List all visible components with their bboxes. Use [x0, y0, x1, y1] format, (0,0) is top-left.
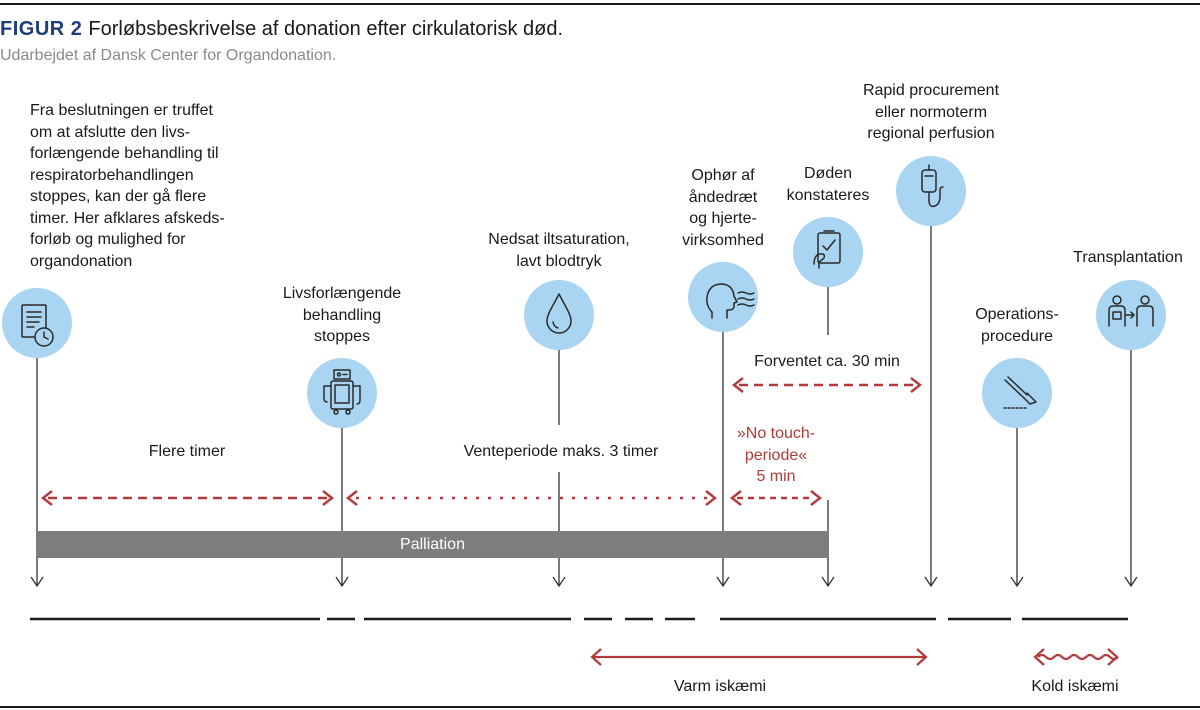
step-1-text: Fra beslutningen er truffet om at afslut… [30, 102, 225, 270]
vertical-arrowhead-step-1 [30, 576, 44, 588]
step-4-text: Ophør af åndedræt og hjerte- virksomhed [682, 167, 764, 249]
figure-title-text: Forløbsbeskrivelse af donation efter cir… [88, 18, 564, 40]
step-7-text: Operations- procedure [975, 306, 1059, 345]
forventet-arrowhead-right [910, 377, 922, 393]
blood-drop-icon [546, 293, 572, 334]
step-2-circle [307, 358, 377, 428]
clipboard-check-icon [813, 230, 841, 269]
vertical-arrowhead-step-5 [821, 576, 835, 588]
vertical-arrowhead-step-7 [1010, 576, 1024, 588]
no-touch-arrowhead-right [810, 490, 822, 506]
varm-iskaemi-label: Varm iskæmi [673, 678, 767, 695]
interval-arrows [41, 377, 922, 506]
timeline-verticals [30, 226, 1138, 588]
step-5-text: Døden konstateres [786, 165, 870, 204]
vertical-arrowhead-step-4 [716, 576, 730, 588]
venteperiode-arrowhead-right [705, 490, 717, 506]
document-clock-icon [21, 304, 54, 347]
no-touch-label: »No touch- periode« 5 min [736, 425, 816, 485]
ischemia-arrows [590, 648, 1119, 666]
flere-timer-label: Flere timer [148, 443, 226, 460]
top-rule [0, 3, 1200, 5]
forventet-arrowhead-left [732, 377, 744, 393]
scalpel-icon [1003, 376, 1037, 409]
flere-timer-arrowhead-left [41, 490, 53, 506]
forventet-label: Forventet ca. 30 min [754, 353, 900, 370]
figure-subtitle: Udarbejdet af Dansk Center for Organdona… [0, 47, 337, 64]
step-4-circle [688, 262, 758, 332]
step-6-circle [896, 156, 966, 226]
kold-iskaemi-label: Kold iskæmi [1031, 678, 1119, 695]
vertical-arrowhead-step-3 [552, 576, 566, 588]
step-3-circle [524, 280, 594, 350]
varm-iskaemi-arrowhead-left [590, 648, 602, 666]
organ-transfer-icon [1108, 295, 1154, 327]
step-8-text: Transplantation [1073, 249, 1183, 266]
vertical-arrowhead-step-2 [335, 576, 349, 588]
palliation-bar [36, 531, 829, 558]
step-5-circle [793, 217, 863, 287]
kold-iskaemi-wavy-line [1037, 653, 1119, 661]
step-3-text: Nedsat iltsaturation, lavt blodtryk [488, 231, 630, 270]
step-6-text: Rapid procurement eller normoterm region… [862, 82, 1000, 142]
venteperiode-label: Venteperiode maks. 3 timer [463, 443, 659, 460]
venteperiode-arrowhead-left [346, 490, 358, 506]
vertical-arrowhead-step-6 [924, 576, 938, 588]
no-touch-arrowhead-left [730, 490, 742, 506]
varm-iskaemi-arrowhead-right [916, 648, 928, 666]
step-7-circle [982, 358, 1052, 428]
kold-iskaemi-arrowhead-right [1107, 648, 1119, 666]
iv-drip-icon [921, 164, 944, 208]
ventilator-machine-icon [323, 369, 361, 415]
step-2-text: Livsforlængende behandling stoppes [282, 285, 402, 345]
vertical-arrowhead-step-8 [1124, 576, 1138, 588]
figure-label: FIGUR 2 [0, 18, 83, 40]
palliation-label: Palliation [400, 536, 465, 553]
flere-timer-arrowhead-right [322, 490, 334, 506]
breathing-head-icon [706, 283, 755, 319]
kold-iskaemi-arrowhead-left [1033, 648, 1045, 666]
bottom-rule [0, 706, 1200, 708]
